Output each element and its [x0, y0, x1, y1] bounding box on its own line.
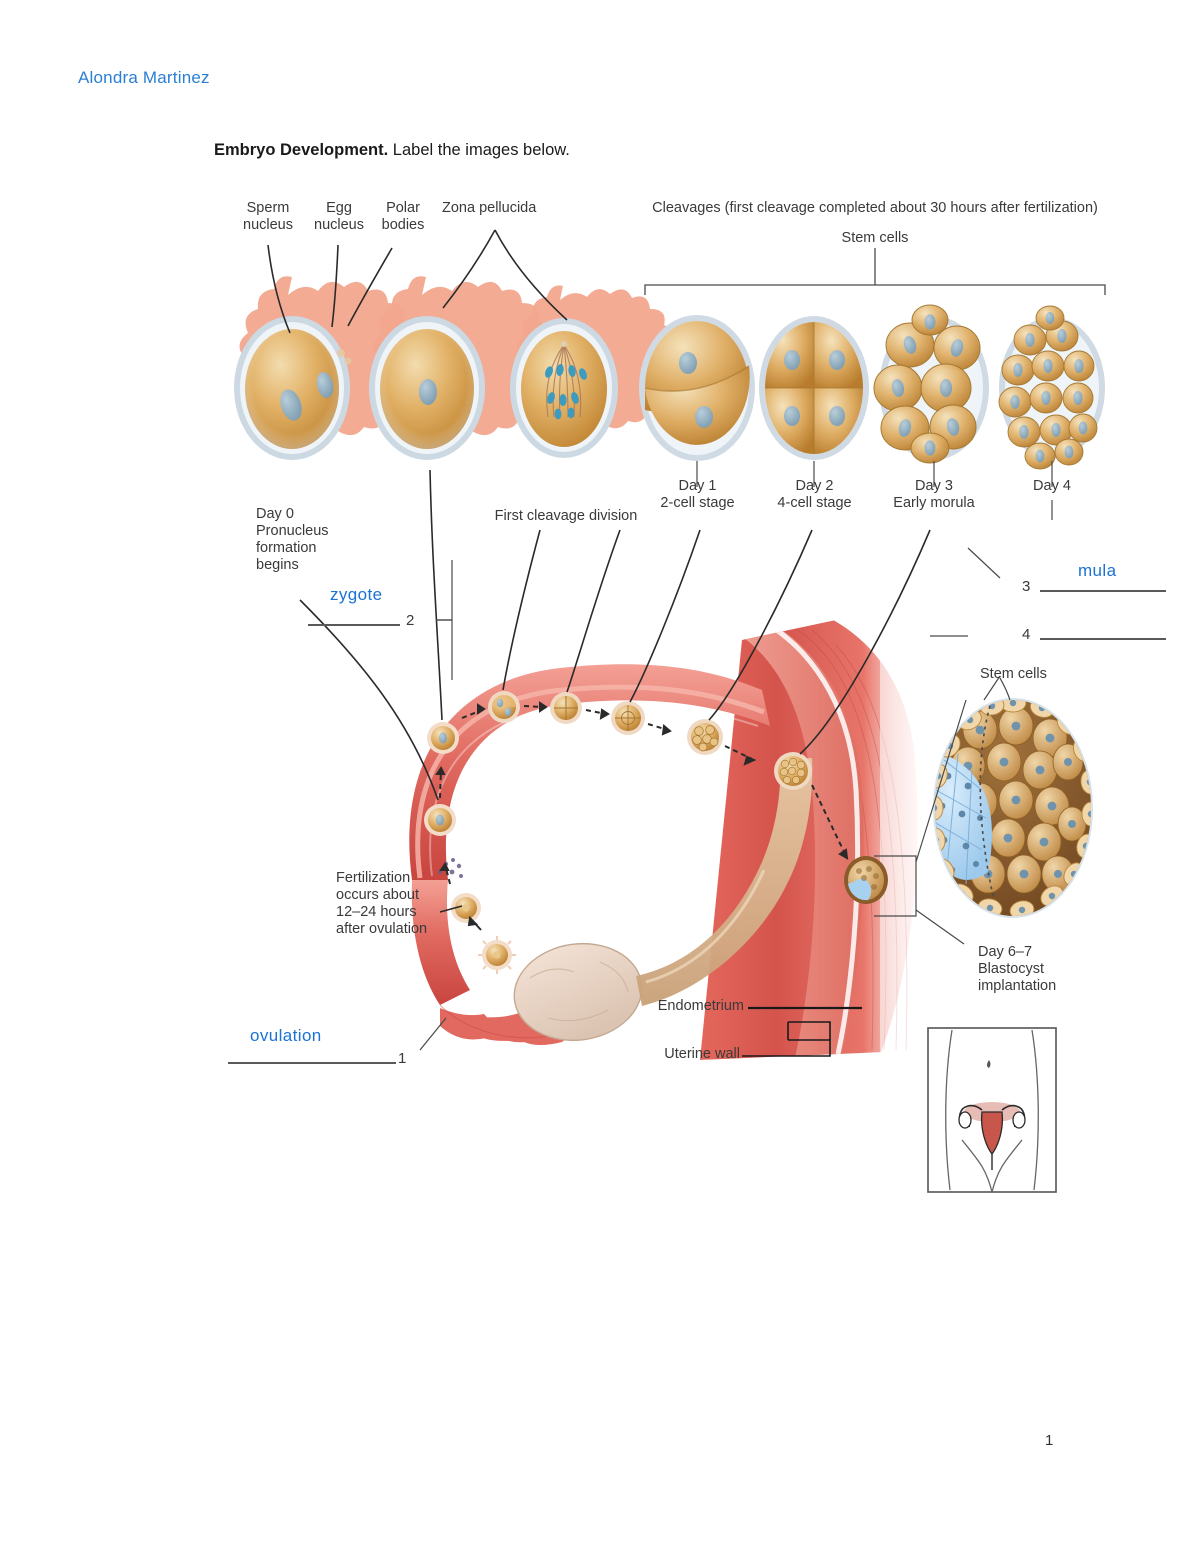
- illustration-zygote-pronuclei: [234, 276, 420, 460]
- uterine-wall-pointer: [742, 1021, 831, 1057]
- illustration-day4-morula: [998, 305, 1105, 470]
- answer-number-1: 1: [398, 1050, 407, 1067]
- stage-label-ticks: [696, 461, 1053, 520]
- migration-arrows: [435, 701, 849, 931]
- label-fertilization-note: Fertilization occurs about 12–24 hours a…: [336, 870, 428, 938]
- label-day-4: Day 4: [1033, 478, 1071, 494]
- answer-number-4: 4: [1022, 626, 1031, 643]
- answer-blank-line-4[interactable]: [1040, 638, 1166, 640]
- illustration-mitotic-spindle: [510, 285, 679, 458]
- label-cleavages-heading: Cleavages (first cleavage completed abou…: [652, 200, 1098, 216]
- label-day-3: Day 3 Early morula: [893, 478, 975, 512]
- magnification-bracket: [874, 699, 967, 945]
- label-polar-bodies: Polar bodies: [381, 200, 425, 234]
- cleavages-bracket: [644, 248, 1106, 295]
- label-endometrium: Endometrium: [657, 998, 744, 1014]
- label-uterine-wall: Uterine wall: [664, 1046, 740, 1062]
- label-day-1: Day 1 2-cell stage: [660, 478, 735, 512]
- label-blastocyst-implantation: Day 6–7 Blastocyst implantation: [978, 944, 1057, 995]
- student-name: Alondra Martinez: [78, 68, 210, 87]
- label-day-0: Day 0 Pronucleus formation begins: [256, 506, 329, 574]
- label-sperm-nucleus: Sperm nucleus: [243, 200, 293, 234]
- label-egg-nucleus: Egg nucleus: [314, 200, 364, 234]
- illustration-4-cell-stage: [759, 316, 869, 460]
- answer-number-2: 2: [406, 612, 415, 629]
- illustration-zygote-single-nucleus: [369, 276, 554, 460]
- answer-ink-3: mula: [1078, 561, 1117, 580]
- illustration-orientation-inset: [927, 1027, 1057, 1193]
- label-stem-cells-inset: Stem cells: [980, 666, 1047, 682]
- label-first-cleavage-division: First cleavage division: [494, 508, 638, 524]
- label-day-2: Day 2 4-cell stage: [777, 478, 852, 512]
- answer-ink-1: ovulation: [250, 1026, 322, 1045]
- answer-number-3: 3: [1022, 578, 1031, 595]
- answer-blank-leaders: [419, 547, 1001, 1051]
- label-zona-pellucida: Zona pellucida: [442, 200, 537, 216]
- worksheet-prompt-bold: Embryo Development.: [214, 141, 389, 159]
- label-stem-cells-heading: Stem cells: [841, 230, 909, 246]
- worksheet-prompt-rest: Label the images below.: [388, 141, 570, 159]
- illustration-blastocyst-inset: [874, 677, 1093, 945]
- worksheet-prompt: Embryo Development. Label the images bel…: [214, 141, 570, 160]
- answer-blank-line-2[interactable]: [308, 624, 400, 626]
- answer-blank-line-3[interactable]: [1040, 590, 1166, 592]
- illustration-2-cell-stage: [639, 315, 755, 461]
- page-number: 1: [1045, 1432, 1054, 1449]
- answer-ink-2: zygote: [330, 585, 383, 604]
- top-label-leaders: [267, 229, 568, 334]
- answer-blank-line-1[interactable]: [228, 1062, 396, 1064]
- illustration-early-morula: [873, 304, 989, 464]
